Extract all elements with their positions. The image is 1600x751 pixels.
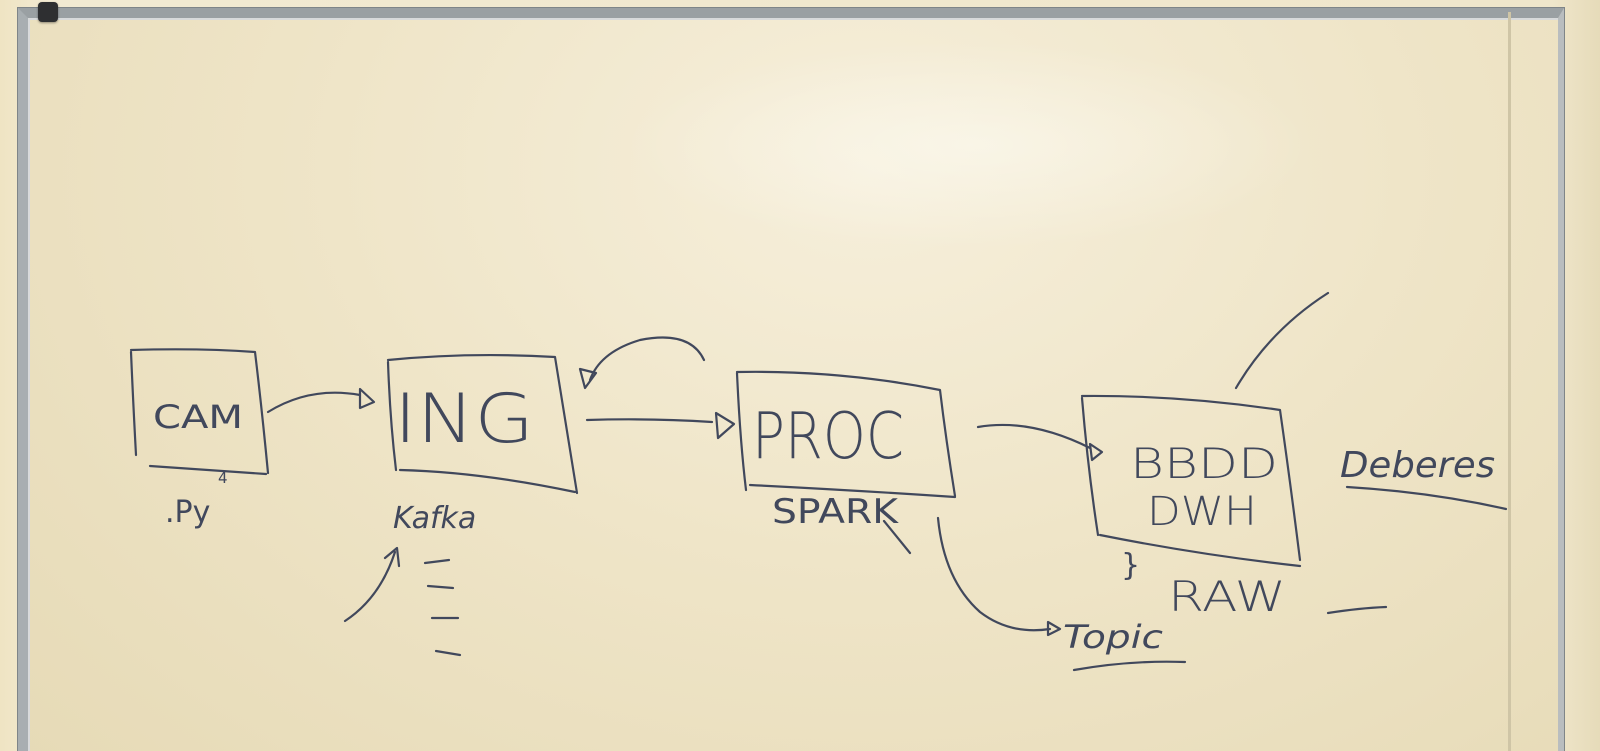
arrow-cam-ing	[266, 391, 362, 414]
deberes-underline	[1345, 485, 1508, 511]
queue-dash-4	[434, 649, 462, 657]
kafka-pointer-arrow	[343, 546, 401, 623]
arrow-proc-bbdd	[976, 423, 1092, 450]
bbdd-brace: }	[1121, 548, 1140, 583]
proc-box	[735, 370, 957, 499]
proc-label: PROC	[752, 400, 904, 474]
ing-note: Kafka	[393, 501, 476, 536]
cam-note-superscript: 4	[218, 469, 228, 487]
arrow-proc-ing-loop	[588, 336, 706, 382]
bbdd-note: RAW	[1168, 572, 1286, 621]
ing-label: ING	[394, 380, 534, 459]
arrow-head-proc-bbdd	[1088, 442, 1104, 462]
topic-underline	[1072, 660, 1187, 672]
diagonal-stroke	[1234, 291, 1330, 390]
arrow-head-proc-topic	[1046, 620, 1062, 637]
topic-label: Topic	[1063, 618, 1163, 656]
proc-note-tail	[882, 519, 912, 555]
light-glare	[620, 40, 1320, 250]
cam-note: .Py	[165, 495, 210, 530]
cam-label: CAM	[153, 398, 243, 436]
deberes-label: Deberes	[1340, 445, 1495, 486]
board-right-edge	[1508, 12, 1511, 751]
arrow-ing-proc	[585, 418, 714, 424]
cam-box	[129, 348, 270, 476]
queue-dash-1	[423, 558, 451, 565]
arrow-proc-topic	[936, 516, 1052, 632]
bbdd-box	[1080, 394, 1302, 568]
proc-note: SPARK	[772, 492, 900, 532]
bbdd-label-line2: DWH	[1147, 489, 1257, 535]
queue-dash-2	[426, 584, 455, 590]
ing-box	[386, 353, 579, 495]
whiteboard	[18, 8, 1564, 751]
board-corner-cap	[38, 2, 58, 22]
arrow-head-loop	[578, 367, 598, 390]
arrow-head-ing-proc	[714, 411, 736, 440]
short-dash-stroke	[1326, 605, 1388, 615]
bbdd-label-line1: BBDD	[1130, 439, 1278, 488]
arrow-head-cam-ing	[358, 387, 376, 410]
